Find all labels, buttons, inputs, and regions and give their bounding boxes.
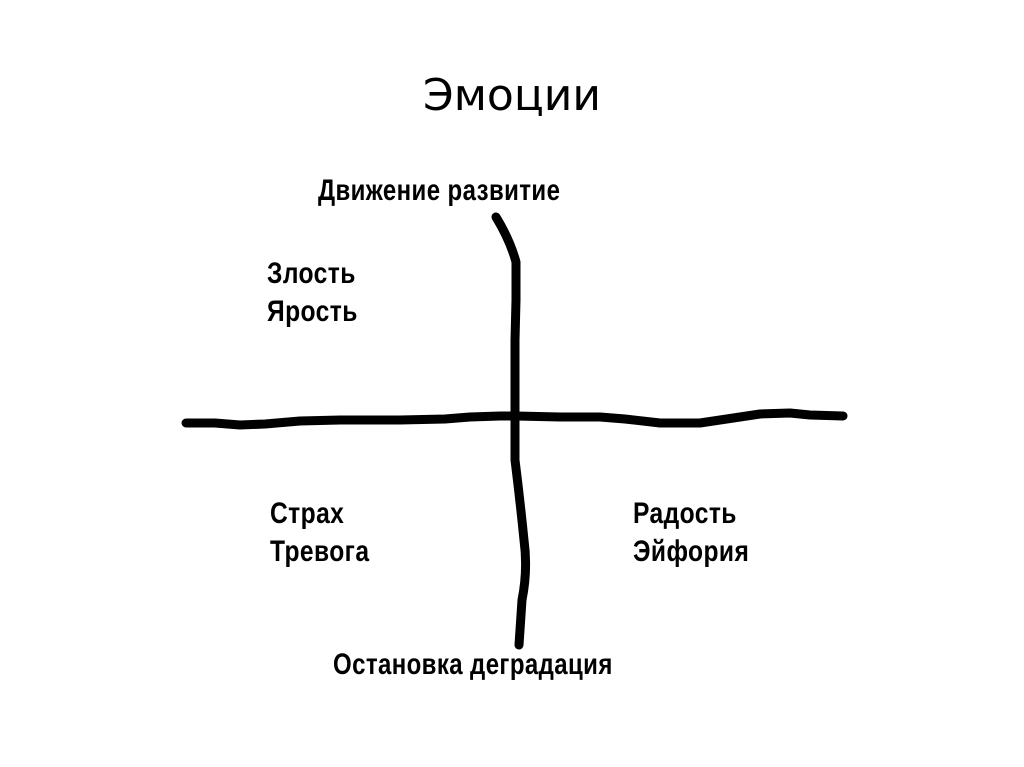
quadrant-bottom-left: Страх Тревога: [270, 495, 369, 571]
horizontal-axis: [181, 408, 848, 430]
quadrant-top-left: Злость Ярость: [267, 255, 358, 331]
slide-title: Эмоции: [423, 70, 601, 121]
quadrant-top-left-line-2: Ярость: [267, 295, 358, 328]
quadrant-bottom-left-line-2: Тревога: [270, 535, 370, 568]
vertical-axis: [491, 212, 531, 650]
quadrant-top-left-line-1: Злость: [267, 257, 356, 290]
axis-bottom-label: Остановка деградация: [333, 648, 613, 681]
quadrant-bottom-right-line-1: Радость: [633, 497, 737, 530]
quadrant-bottom-right-line-2: Эйфория: [633, 535, 750, 568]
axis-top-label: Движение развитие: [318, 174, 561, 207]
quadrant-bottom-left-line-1: Страх: [270, 497, 345, 530]
quadrant-bottom-right: Радость Эйфория: [633, 495, 749, 571]
